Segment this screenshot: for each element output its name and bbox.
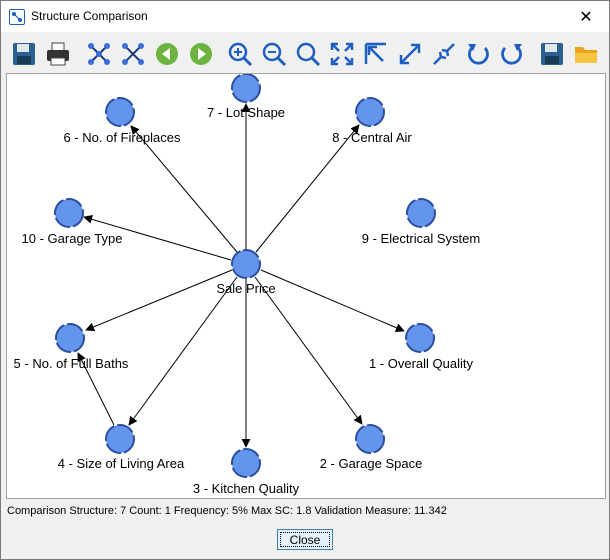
back-button[interactable] xyxy=(152,39,182,69)
zoom-reset-icon xyxy=(296,42,321,67)
edge-sale-price-to-6 xyxy=(130,125,238,253)
move-top-left-icon xyxy=(364,42,386,64)
node-7[interactable] xyxy=(231,73,261,103)
node-label-6: 6 - No. of Fireplaces xyxy=(63,130,181,145)
node-1[interactable] xyxy=(405,323,435,353)
print-icon xyxy=(47,42,69,66)
node-8[interactable] xyxy=(355,97,385,127)
graph-layout-alt-icon xyxy=(122,43,144,65)
rotate-right-button[interactable] xyxy=(497,39,527,69)
node-label-1: 1 - Overall Quality xyxy=(369,356,474,371)
print-button[interactable] xyxy=(43,39,73,69)
node-label-3: 3 - Kitchen Quality xyxy=(193,481,300,496)
node-6[interactable] xyxy=(105,97,135,127)
open-folder-icon xyxy=(575,47,597,63)
forward-button[interactable] xyxy=(186,39,216,69)
node-label-9: 9 - Electrical System xyxy=(362,231,480,246)
app-icon xyxy=(9,9,25,25)
expand-icon xyxy=(399,43,421,65)
node-5[interactable] xyxy=(55,323,85,353)
node-label-10: 10 - Garage Type xyxy=(22,231,123,246)
collapse-button[interactable] xyxy=(429,39,459,69)
fit-to-window-button[interactable] xyxy=(327,39,357,69)
status-text: Comparison Structure: 7 Count: 1 Frequen… xyxy=(7,505,447,517)
close-button[interactable]: Close xyxy=(277,529,333,550)
graph-layout-button[interactable] xyxy=(84,39,114,69)
node-label-5: 5 - No. of Full Baths xyxy=(14,356,129,371)
node-label-sale-price: Sale Price xyxy=(216,281,275,296)
node-label-2: 2 - Garage Space xyxy=(320,456,423,471)
node-sale-price[interactable] xyxy=(231,249,261,279)
node-4[interactable] xyxy=(105,424,135,454)
node-10[interactable] xyxy=(54,198,84,228)
edge-sale-price-to-4 xyxy=(128,276,238,426)
node-label-8: 8 - Central Air xyxy=(332,130,412,145)
node-label-7: 7 - Lot Shape xyxy=(207,105,285,120)
node-3[interactable] xyxy=(231,448,261,478)
edge-sale-price-to-2 xyxy=(254,276,363,425)
expand-button[interactable] xyxy=(395,39,425,69)
rotate-left-icon xyxy=(468,44,489,65)
zoom-reset-button[interactable] xyxy=(293,39,323,69)
back-arrow-icon xyxy=(156,43,178,65)
window-close-button[interactable]: ✕ xyxy=(563,1,609,32)
save-icon xyxy=(13,43,35,65)
window-title: Structure Comparison xyxy=(31,9,148,23)
edge-sale-price-to-8 xyxy=(255,124,360,253)
graph-canvas: 7 - Lot Shape 6 - No. of Fireplaces 8 - … xyxy=(6,73,606,499)
rotate-right-icon xyxy=(501,44,522,65)
open-folder-button[interactable] xyxy=(571,39,601,69)
forward-arrow-icon xyxy=(190,43,212,65)
rotate-left-button[interactable] xyxy=(463,39,493,69)
save-graph-button[interactable] xyxy=(537,39,567,69)
graph-layout-alt-button[interactable] xyxy=(118,39,148,69)
toolbar xyxy=(1,37,609,71)
move-top-left-button[interactable] xyxy=(361,39,391,69)
zoom-in-icon xyxy=(228,42,253,67)
zoom-in-button[interactable] xyxy=(225,39,255,69)
close-icon: ✕ xyxy=(579,8,593,26)
save-button[interactable] xyxy=(9,39,39,69)
node-9[interactable] xyxy=(406,198,436,228)
node-2[interactable] xyxy=(355,424,385,454)
graph-layout-icon xyxy=(88,43,110,65)
collapse-icon xyxy=(433,43,455,65)
edge-sale-price-to-10 xyxy=(83,214,232,261)
zoom-out-button[interactable] xyxy=(259,39,289,69)
zoom-out-icon xyxy=(262,42,287,67)
title-bar: Structure Comparison ✕ xyxy=(1,1,609,32)
edge-4-to-5 xyxy=(77,352,115,426)
node-label-4: 4 - Size of Living Area xyxy=(58,456,185,471)
fit-to-window-icon xyxy=(330,42,354,66)
save-icon xyxy=(541,43,563,65)
edge-sale-price-to-5 xyxy=(85,269,233,332)
edge-sale-price-to-1 xyxy=(260,269,405,332)
